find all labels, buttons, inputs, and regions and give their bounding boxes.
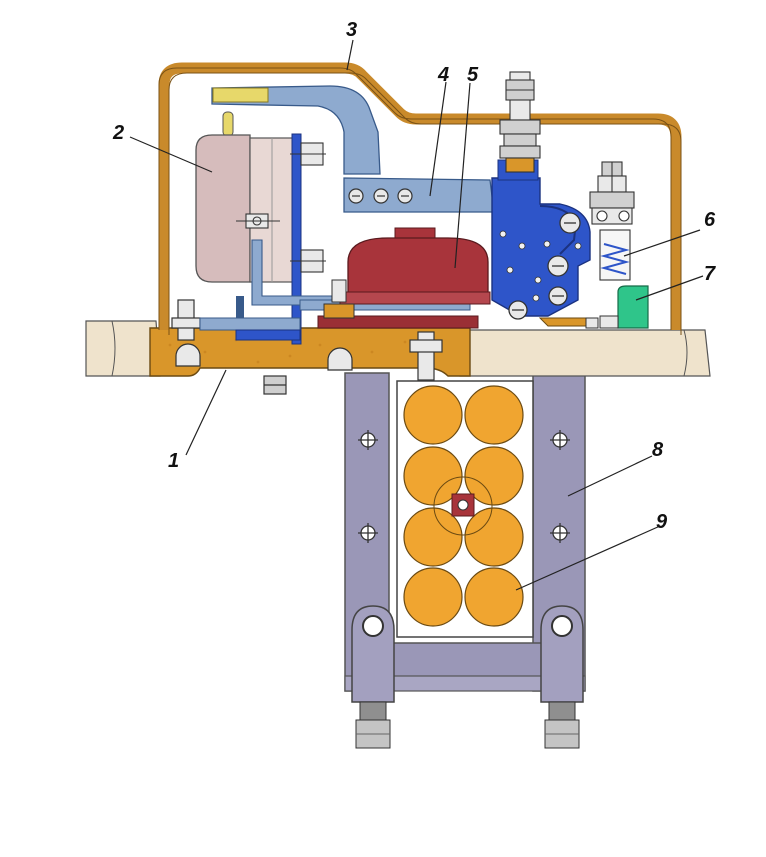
relay-top-pin (222, 111, 234, 137)
callout-6: 6 (704, 209, 716, 231)
core-disc (464, 446, 524, 506)
top-bolt-stack (499, 71, 541, 173)
callout-3: 3 (346, 19, 358, 41)
callout-2: 2 (113, 122, 125, 144)
callout-4: 4 (438, 64, 450, 86)
base-board (85, 299, 711, 395)
leader-4 (429, 81, 447, 197)
cover (158, 62, 682, 335)
armature-top (211, 85, 381, 175)
callout-8: 8 (652, 439, 664, 461)
relay-mount-strip (291, 133, 302, 345)
leader-6 (623, 229, 701, 257)
base-bolts (171, 299, 443, 395)
leader-8 (567, 455, 653, 497)
spring-assembly (589, 161, 635, 281)
bracket-left-lug (351, 605, 395, 703)
leader-9 (515, 525, 661, 591)
coil (317, 227, 491, 329)
contact-frame (491, 159, 599, 329)
leader-7 (635, 275, 704, 301)
base-board-right (459, 329, 711, 377)
core-bundle (396, 380, 534, 638)
core-disc (464, 385, 524, 445)
bracket-holes (358, 430, 570, 543)
auxiliary-relay (195, 111, 471, 345)
lug-hole-left (362, 615, 384, 637)
core-disc (403, 385, 463, 445)
spring-coil (600, 243, 630, 275)
relay-body (195, 134, 251, 283)
callout-9: 9 (656, 511, 668, 533)
base-board-left (85, 320, 161, 377)
bracket-crossbar-lower (344, 675, 586, 692)
bottom-bolt-right-shank (548, 701, 576, 721)
green-block (599, 285, 649, 329)
core-disc (464, 567, 524, 627)
callout-7: 7 (704, 263, 716, 285)
armature-arm (343, 177, 495, 213)
core-disc (403, 507, 463, 567)
leader-3 (346, 39, 354, 71)
callout-1: 1 (168, 450, 180, 472)
armature-lever (211, 85, 495, 213)
core-disc (464, 507, 524, 567)
coil-body (347, 237, 489, 303)
bracket-assembly (344, 372, 586, 749)
leader-1 (185, 369, 227, 456)
bracket-right-lug (540, 605, 584, 703)
core-disc (403, 567, 463, 627)
core-disc (403, 446, 463, 506)
callout-5: 5 (467, 64, 479, 86)
leader-lines (129, 39, 704, 591)
coil-base (339, 291, 491, 305)
leader-2 (129, 136, 213, 173)
lug-hole-right (551, 615, 573, 637)
leader-5 (454, 82, 471, 269)
bottom-bolt-left-shank (359, 701, 387, 721)
bracket-crossbar (379, 642, 546, 678)
